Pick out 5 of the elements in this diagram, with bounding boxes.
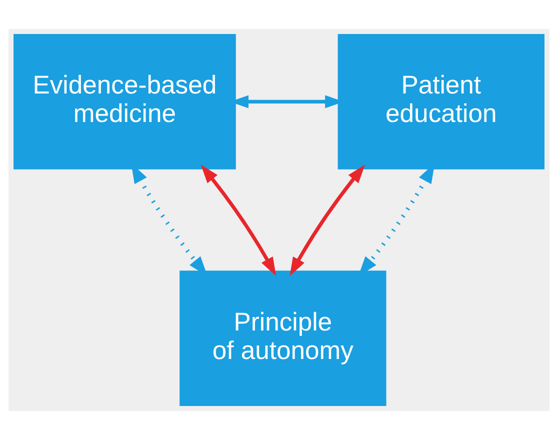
- node-box: Principle of autonomy: [180, 270, 386, 406]
- node-box: Patient education: [338, 34, 544, 170]
- node-box: Evidence-based medicine: [14, 34, 236, 170]
- arrow: [200, 164, 276, 276]
- arrow: [290, 164, 366, 276]
